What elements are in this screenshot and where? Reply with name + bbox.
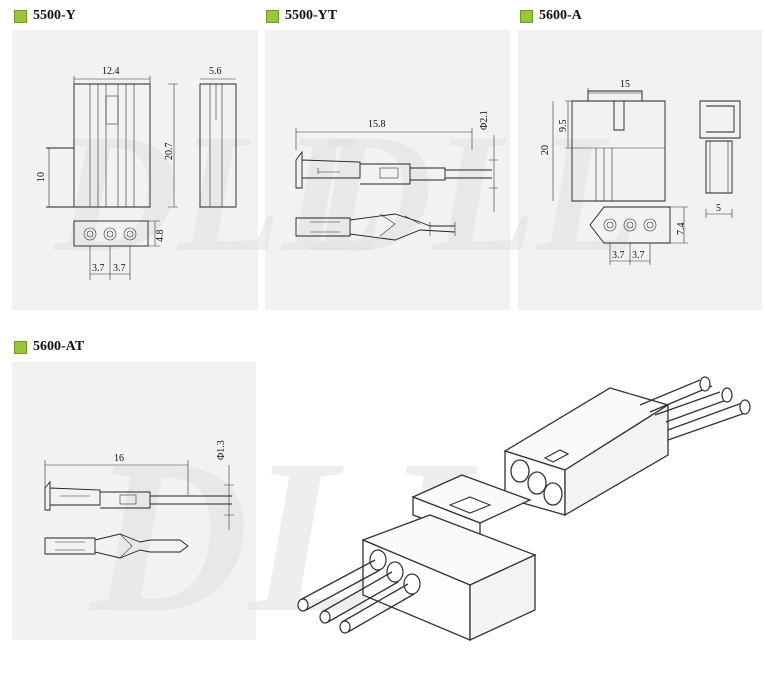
section-label-5500-y: 5500-Y	[14, 8, 76, 24]
dim-label: 3.7	[632, 250, 645, 261]
drawing-5500-y: 12.4 20.7 10 5.6 3.7 3.7 4.8	[36, 66, 237, 280]
dim-label: Φ1.3	[216, 440, 227, 460]
section-title: 5500-Y	[33, 8, 76, 23]
dim-label: 9.5	[558, 120, 569, 133]
section-label-5500-yt: 5500-YT	[266, 8, 337, 24]
dim-label: 16	[114, 453, 124, 464]
dim-label: 3.7	[92, 263, 105, 274]
panel-5600-at	[12, 362, 256, 640]
section-title: 5600-AT	[33, 339, 85, 354]
watermark: DLL	[308, 99, 640, 287]
green-square-icon	[14, 9, 27, 23]
panel-5500-y	[12, 30, 258, 310]
drawing-5600-a: 15 9.5 20 5 3.7 3.7 7.4	[540, 79, 741, 265]
dim-label: Φ2.1	[479, 110, 490, 130]
green-square-icon	[14, 340, 27, 354]
drawing-5600-at: 16 Φ1.3	[44, 440, 234, 559]
panel-5600-a	[518, 30, 762, 310]
dim-label: 15	[620, 79, 630, 90]
dim-label: 20	[540, 145, 551, 155]
green-square-icon	[266, 9, 279, 23]
dim-label: 15.8	[368, 119, 386, 130]
watermark: DLL	[53, 99, 385, 287]
dim-label: 3.7	[113, 263, 126, 274]
dim-label: 7.4	[676, 223, 687, 236]
green-square-icon	[520, 9, 533, 23]
section-label-5600-at: 5600-AT	[14, 339, 84, 355]
section-title: 5600-A	[539, 8, 582, 23]
section-title: 5500-YT	[285, 8, 338, 23]
dim-label: 4.8	[155, 230, 166, 243]
drawing-5500-yt: 15.8 Φ2.1	[295, 110, 498, 241]
dim-label: 12.4	[102, 66, 120, 77]
connector-assembly-illustration	[297, 376, 751, 642]
dim-label: 5.6	[209, 66, 222, 77]
dim-label: 20.7	[164, 143, 175, 161]
dim-label: 10	[36, 172, 47, 182]
section-label-5600-a: 5600-A	[520, 8, 582, 24]
dim-label: 5	[716, 203, 721, 214]
dim-label: 3.7	[612, 250, 625, 261]
